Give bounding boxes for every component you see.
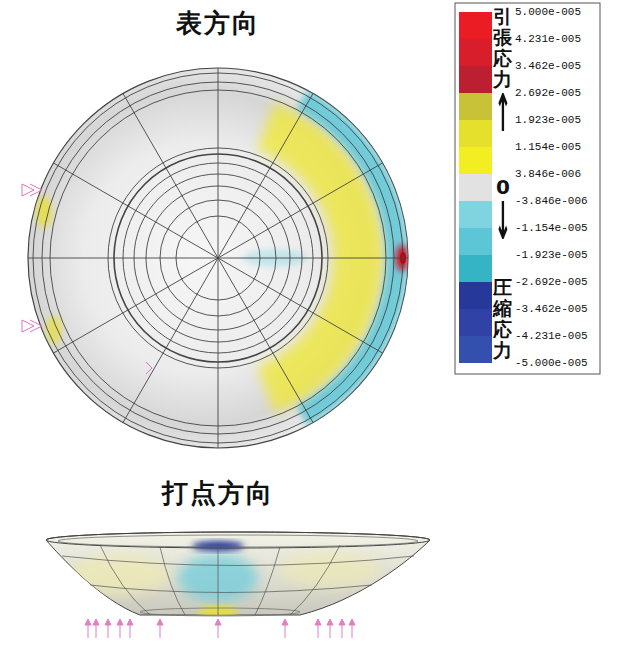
legend-value: -5.000e-005 <box>515 357 588 369</box>
view-title: 打点方向 <box>162 476 274 511</box>
legend-axis-label: 引張応力 <box>493 6 512 90</box>
legend-value: -4.231e-005 <box>515 330 588 342</box>
legend-value: -1.154e-005 <box>515 222 588 234</box>
legend-swatch <box>459 174 492 201</box>
legend-value: -2.692e-005 <box>515 276 588 288</box>
legend-value: -1.923e-005 <box>515 249 588 261</box>
legend-swatch <box>459 336 492 363</box>
view-title: 表方向 <box>176 6 260 41</box>
legend-swatch <box>459 309 492 336</box>
legend-swatch <box>459 228 492 255</box>
legend-arrow: ↓ <box>495 190 512 252</box>
legend-arrow: ↑ <box>495 82 512 144</box>
legend-value: 3.846e-006 <box>515 168 581 180</box>
legend-value: 3.462e-005 <box>515 60 581 72</box>
legend-value: -3.462e-005 <box>515 303 588 315</box>
legend-swatch <box>459 39 492 66</box>
legend-frame <box>455 3 600 374</box>
legend-value: 1.154e-005 <box>515 141 581 153</box>
legend-value: 1.923e-005 <box>515 114 581 126</box>
legend-value: 2.692e-005 <box>515 87 581 99</box>
legend-swatch <box>459 282 492 309</box>
legend-swatch <box>459 201 492 228</box>
legend-swatch <box>459 147 492 174</box>
legend-swatch <box>459 255 492 282</box>
plate-top-view <box>22 68 408 448</box>
legend-swatch <box>459 12 492 39</box>
legend-swatch <box>459 93 492 120</box>
legend-value: 5.000e-005 <box>515 6 581 18</box>
plate-side-view <box>46 532 430 638</box>
legend-value: -3.846e-006 <box>515 195 588 207</box>
legend-swatch <box>459 66 492 93</box>
legend-axis-label: 圧縮応力 <box>493 277 512 361</box>
legend-swatch <box>459 120 492 147</box>
legend-value: 4.231e-005 <box>515 33 581 45</box>
